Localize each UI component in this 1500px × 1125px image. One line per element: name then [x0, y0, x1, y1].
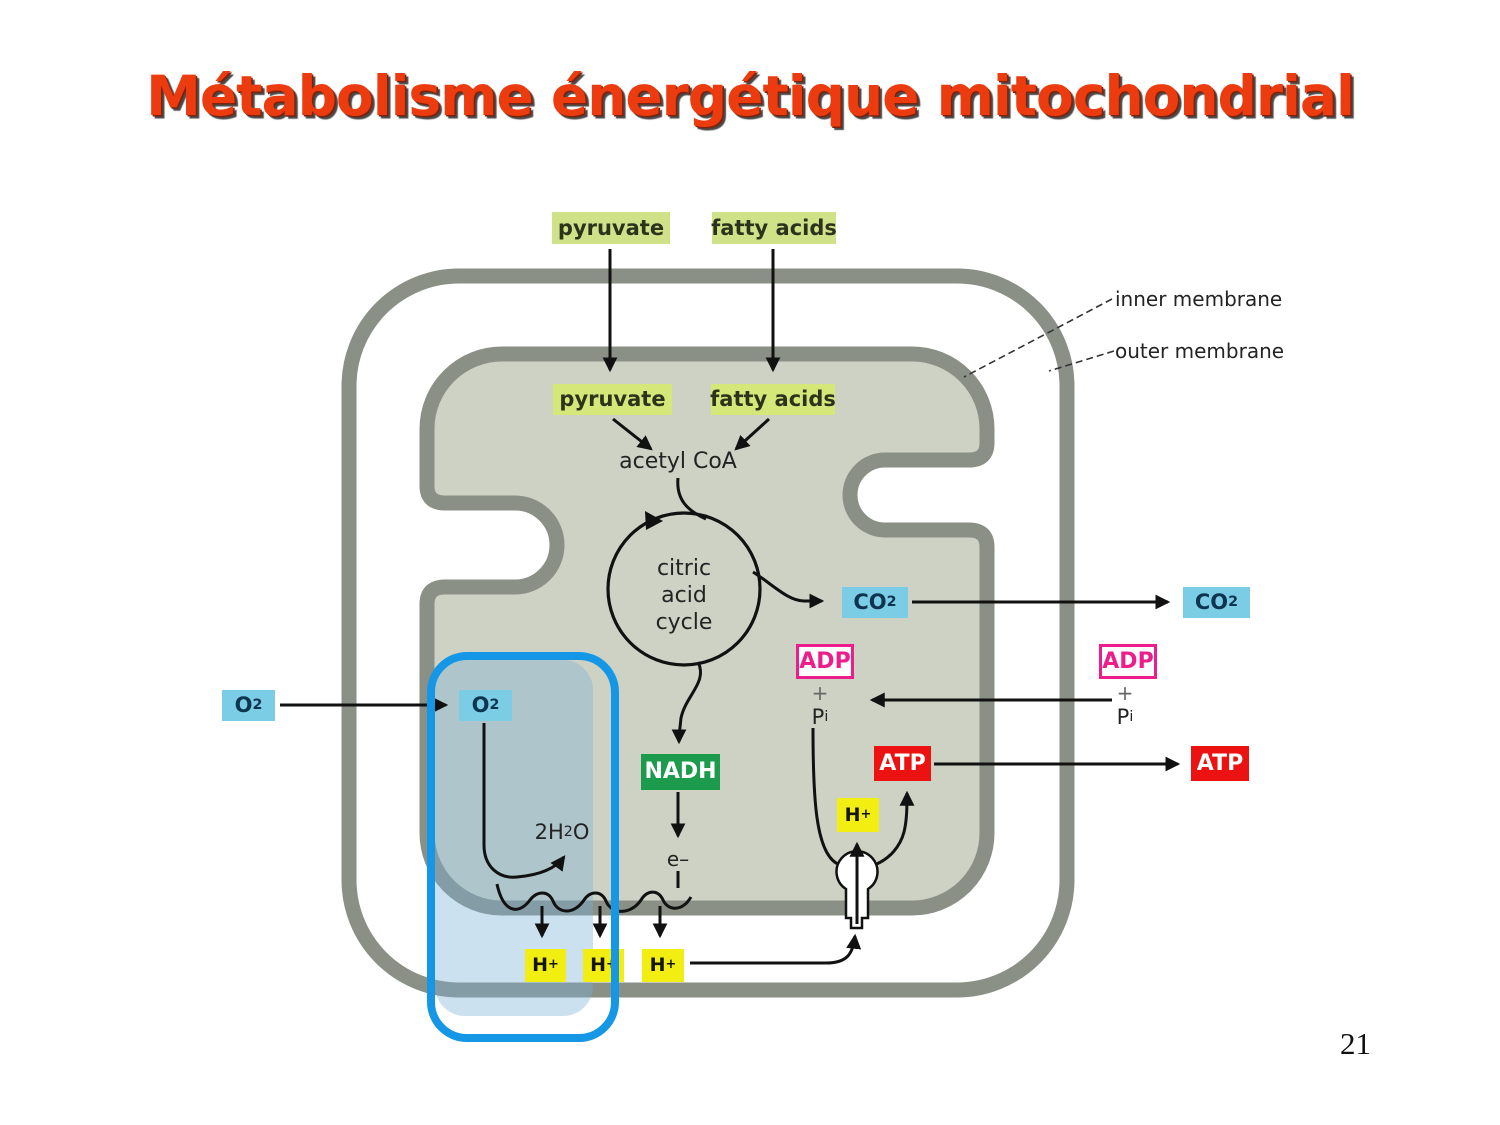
cycle-direction-arrowhead — [645, 511, 663, 530]
line-acetyl-to-cycle — [676, 477, 707, 521]
adp-box-cytosol: ADP — [1099, 644, 1157, 679]
citric-acid-cycle-circle — [606, 511, 762, 667]
acetyl-coa-label: acetyl CoA — [619, 449, 737, 474]
fatty-acids-label-cytosol: fatty acids — [711, 212, 837, 244]
electron-transport-wave — [495, 883, 693, 913]
leader-outer-membrane — [1048, 350, 1115, 372]
arrow-pyruvate-to-acetyl — [612, 417, 653, 451]
nadh-box: NADH — [641, 754, 720, 790]
slide-title: Métabolisme énergétique mitochondrial — [146, 64, 1355, 128]
hplus-box-2: H+ — [583, 949, 624, 982]
arrow-cycle-to-co2 — [752, 570, 825, 609]
arrow-cycle-to-nadh — [671, 661, 702, 745]
hplus-box-1: H+ — [525, 949, 566, 982]
arrow-hplus-to-synthase — [690, 933, 862, 965]
plus-sign-matrix: + — [811, 681, 829, 705]
hplus-box-synthase: H+ — [837, 798, 879, 832]
pyruvate-label-cytosol: pyruvate — [552, 212, 670, 244]
citric-acid-cycle-label: citric acid cycle — [655, 555, 713, 635]
highlight-region-fill — [435, 660, 593, 1016]
outer-membrane-label: outer membrane — [1115, 339, 1285, 363]
hplus-box-3: H+ — [642, 949, 684, 982]
inner-membrane-label: inner membrane — [1115, 287, 1283, 311]
atp-box-matrix: ATP — [874, 746, 931, 781]
arrow-o2-to-water — [482, 723, 566, 879]
arrow-fatty-to-acetyl — [734, 417, 771, 451]
fatty-acids-label-matrix: fatty acids — [710, 384, 836, 415]
electron-label: e– — [666, 847, 690, 871]
pyruvate-label-matrix: pyruvate — [553, 384, 672, 415]
leader-inner-membrane — [963, 298, 1113, 378]
plus-sign-cytosol: + — [1116, 681, 1134, 705]
atp-box-cytosol: ATP — [1191, 746, 1249, 781]
inner-membrane-shape — [419, 346, 995, 916]
page-number: 21 — [1340, 1026, 1371, 1061]
adp-box-matrix: ADP — [796, 644, 854, 679]
